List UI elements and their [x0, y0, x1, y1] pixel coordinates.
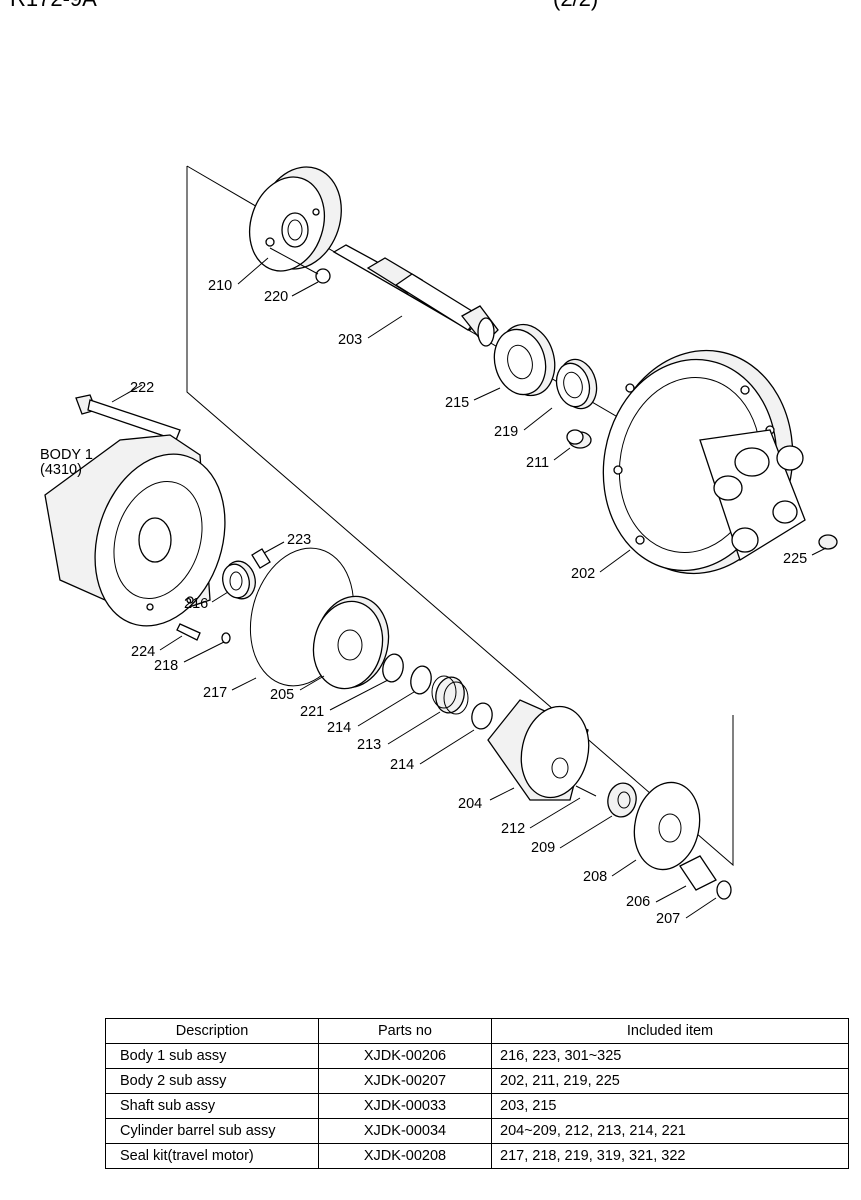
callout-206: 206 — [626, 894, 650, 910]
cell-included-item: 216, 223, 301~325 — [491, 1043, 849, 1069]
cell-included-item: 217, 218, 219, 319, 321, 322 — [491, 1143, 849, 1169]
table-row: Shaft sub assy XJDK-00033 203, 215 — [105, 1093, 849, 1119]
figure-page-indicator: (2/2) — [553, 0, 598, 12]
part-206-piston — [679, 855, 717, 891]
part-224-pin — [176, 623, 201, 641]
part-214-spacer-b — [471, 702, 493, 730]
callout-217: 217 — [203, 685, 227, 701]
callout-211: 211 — [526, 455, 549, 471]
leader-lines — [111, 257, 827, 919]
part-208-set-plate — [633, 781, 701, 871]
callout-221: 221 — [300, 704, 324, 720]
assembly-frame — [186, 166, 734, 867]
callout-213: 213 — [357, 737, 381, 753]
table-header-row: Description Parts no Included item — [105, 1018, 849, 1044]
cell-description: Body 1 sub assy — [105, 1043, 319, 1069]
part-219-roller-bearing — [555, 358, 598, 410]
column-header-parts-no: Parts no — [318, 1018, 492, 1044]
callout-225: 225 — [783, 551, 807, 567]
column-header-included-item: Included item — [491, 1018, 849, 1044]
part-221-snap-ring — [382, 653, 404, 683]
part-203-shaft — [332, 244, 499, 347]
table-row: Seal kit(travel motor) XJDK-00208 217, 2… — [105, 1143, 849, 1169]
callout-223: 223 — [287, 532, 311, 548]
model-title: R172-9A — [10, 0, 97, 12]
sub-assembly-table: Description Parts no Included item Body … — [105, 1018, 849, 1169]
cell-included-item: 203, 215 — [491, 1093, 849, 1119]
callout-209: 209 — [531, 840, 555, 856]
table-row: Body 2 sub assy XJDK-00207 202, 211, 219… — [105, 1068, 849, 1094]
cell-included-item: 202, 211, 219, 225 — [491, 1068, 849, 1094]
body1-label-line2: (4310) — [40, 462, 82, 478]
part-body-1 — [44, 434, 226, 627]
table-row: Body 1 sub assy XJDK-00206 216, 223, 301… — [105, 1043, 849, 1069]
callout-222: 222 — [130, 380, 154, 396]
cell-description: Seal kit(travel motor) — [105, 1143, 319, 1169]
callout-203: 203 — [338, 332, 362, 348]
part-204-cylinder-barrel — [487, 699, 590, 801]
cell-description: Cylinder barrel sub assy — [105, 1118, 319, 1144]
part-225-plug — [818, 534, 838, 550]
callout-214-b: 214 — [390, 757, 414, 773]
cell-description: Shaft sub assy — [105, 1093, 319, 1119]
part-223-pin — [251, 548, 271, 569]
part-207-shoe — [716, 880, 732, 900]
body1-label-line1: BODY 1 — [40, 447, 93, 463]
callout-207: 207 — [656, 911, 680, 927]
cell-parts-no: XJDK-00033 — [318, 1093, 492, 1119]
column-header-description: Description — [105, 1018, 319, 1044]
cell-included-item: 204~209, 212, 213, 214, 221 — [491, 1118, 849, 1144]
callout-215: 215 — [445, 395, 469, 411]
callout-212: 212 — [501, 821, 525, 837]
part-212-pin — [575, 785, 597, 797]
callout-219: 219 — [494, 424, 518, 440]
callout-208: 208 — [583, 869, 607, 885]
part-220-ball — [315, 268, 331, 284]
cell-parts-no: XJDK-00208 — [318, 1143, 492, 1169]
part-222-bolt — [75, 394, 181, 441]
cell-parts-no: XJDK-00034 — [318, 1118, 492, 1144]
callout-202: 202 — [571, 566, 595, 582]
callout-205: 205 — [270, 687, 294, 703]
part-209-ball-guide — [607, 782, 637, 818]
callout-224: 224 — [131, 644, 155, 660]
part-213-spring — [431, 675, 469, 715]
part-210-disc — [249, 166, 342, 272]
callout-216: 216 — [184, 596, 208, 612]
part-202-housing — [602, 349, 806, 575]
part-216-bearing — [222, 560, 256, 600]
cell-parts-no: XJDK-00207 — [318, 1068, 492, 1094]
callout-210: 210 — [208, 278, 232, 294]
part-214-spacer-a — [410, 665, 432, 695]
callout-218: 218 — [154, 658, 178, 674]
cell-parts-no: XJDK-00206 — [318, 1043, 492, 1069]
part-218-oring — [221, 632, 231, 644]
cell-description: Body 2 sub assy — [105, 1068, 319, 1094]
part-211-plug — [566, 429, 592, 449]
callout-220: 220 — [264, 289, 288, 305]
callout-214-a: 214 — [327, 720, 351, 736]
part-215-bearing — [493, 323, 556, 397]
exploded-parts-diagram: BODY 1 (4310) 210 220 203 222 215 219 21… — [40, 165, 838, 927]
part-205-valve-plate — [312, 595, 390, 690]
callout-204: 204 — [458, 796, 482, 812]
table-row: Cylinder barrel sub assy XJDK-00034 204~… — [105, 1118, 849, 1144]
